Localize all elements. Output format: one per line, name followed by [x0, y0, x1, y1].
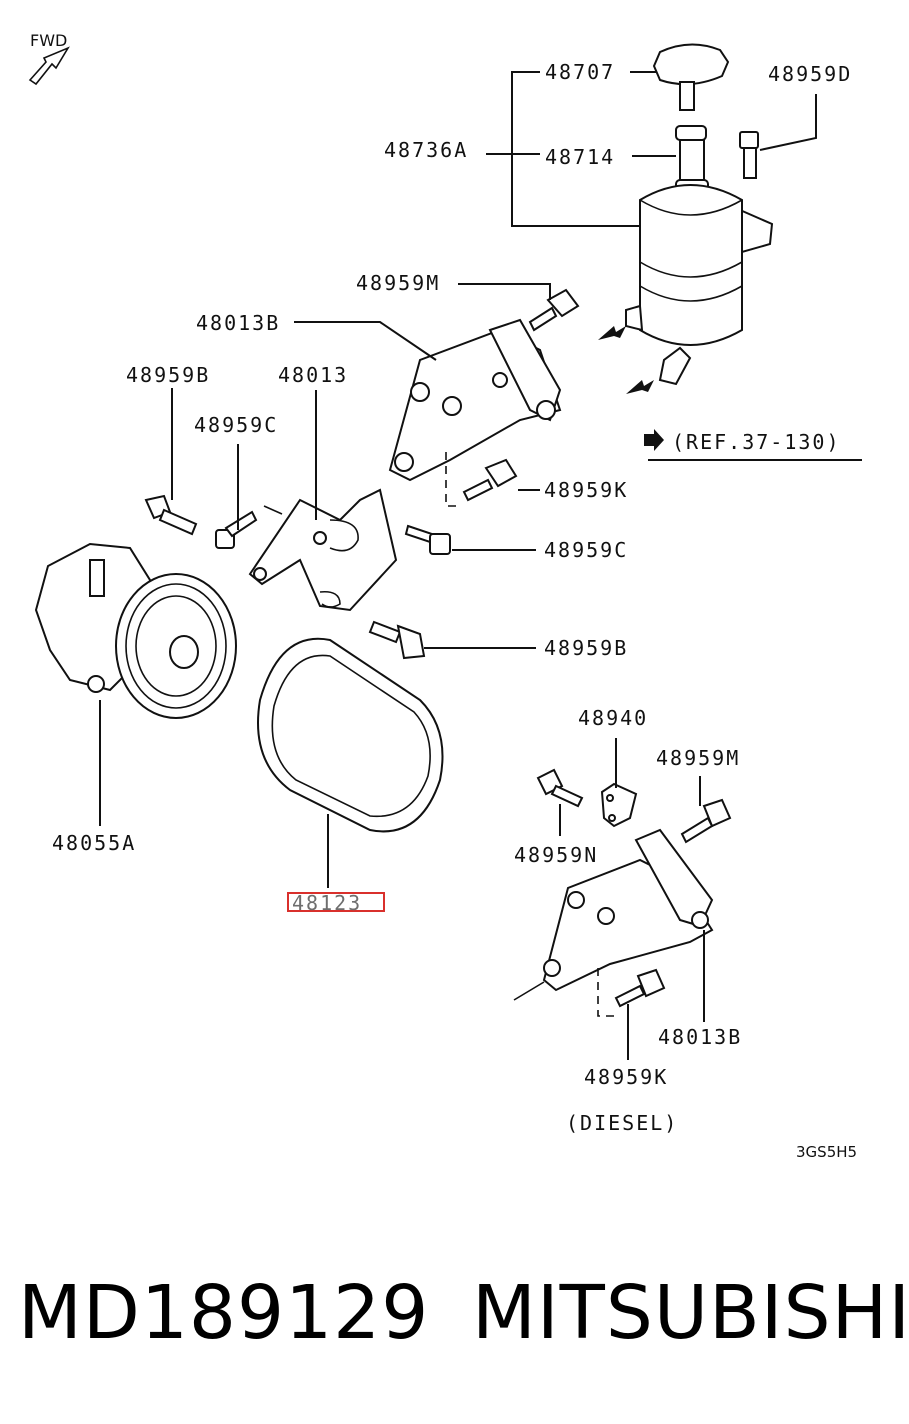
highlight-box [287, 892, 385, 912]
label-48055a: 48055A [52, 831, 136, 855]
label-48959m-low: 48959M [656, 746, 740, 770]
fwd-arrow-icon [28, 46, 70, 86]
lower-bracket [542, 828, 714, 992]
label-ref: (REF.37-130) [672, 430, 841, 454]
flow-arrow-icon-2 [626, 380, 654, 394]
label-48959b-top: 48959B [126, 363, 210, 387]
upper-bracket [388, 318, 562, 482]
bolt-48959k-top [462, 458, 518, 502]
footer: MD189129 MITSUBISHI [0, 1270, 909, 1370]
label-48013b-low: 48013B [658, 1025, 742, 1049]
bolt-48959c-right [404, 524, 451, 555]
label-48123: 48123 [292, 891, 362, 915]
bolt-48959b-right [368, 620, 426, 660]
bolt-48959m-top [528, 288, 580, 332]
fwd-label: FWD [30, 31, 67, 50]
bolt-48959c-left [215, 510, 258, 549]
bolt-48959b-left [144, 494, 198, 536]
reservoir-tank [625, 184, 774, 386]
label-48707: 48707 [545, 60, 615, 84]
bracket-48013 [248, 488, 398, 612]
part-number: MD189129 [18, 1270, 430, 1356]
bolt-48959m-low [680, 798, 732, 844]
label-48959c-right: 48959C [544, 538, 628, 562]
ref-arrow-icon [644, 429, 664, 451]
label-48959b-right: 48959B [544, 636, 628, 660]
label-48013b-top: 48013B [196, 311, 280, 335]
power-steering-pump [34, 542, 237, 719]
label-48959n: 48959N [514, 843, 598, 867]
drive-belt [257, 637, 444, 833]
label-48959m-top: 48959M [356, 271, 440, 295]
brand-name: MITSUBISHI [472, 1270, 909, 1356]
leader-lines [99, 71, 862, 1060]
label-48959k-low: 48959K [584, 1065, 668, 1089]
bolt-48959n [536, 768, 584, 808]
label-48940: 48940 [578, 706, 648, 730]
bracket-48940 [600, 782, 638, 828]
label-48736a: 48736A [384, 138, 468, 162]
label-48959d: 48959D [768, 62, 852, 86]
label-48959k-top: 48959K [544, 478, 628, 502]
label-48714: 48714 [545, 145, 615, 169]
diagram-code: 3GS5H5 [796, 1143, 857, 1161]
label-diesel: (DIESEL) [566, 1111, 678, 1135]
reservoir-cap [652, 43, 730, 111]
bolt-48959k-low [614, 968, 666, 1008]
flow-arrow-icon [598, 326, 626, 340]
label-48959c-left: 48959C [194, 413, 278, 437]
label-48013: 48013 [278, 363, 348, 387]
bolt-48959d [739, 131, 759, 179]
